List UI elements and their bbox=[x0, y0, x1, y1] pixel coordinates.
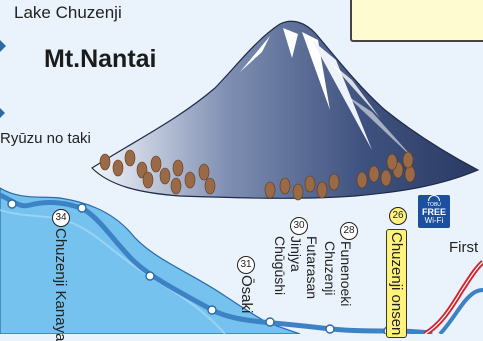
snow-streak bbox=[283, 28, 298, 58]
left-edge-shape bbox=[0, 108, 5, 118]
mt-nantai-label: Mt.Nantai bbox=[44, 45, 157, 73]
free-wifi-badge: TOBU FREE Wi-Fi bbox=[418, 195, 450, 228]
stop-number-31: 31 bbox=[237, 256, 255, 274]
route-branch-line bbox=[438, 288, 483, 334]
wifi-badge-brand: TOBU bbox=[427, 202, 441, 208]
route-dot bbox=[265, 317, 275, 327]
lake-inner-shore bbox=[0, 209, 226, 334]
wifi-badge-free: FREE bbox=[421, 207, 446, 217]
ryuzu-no-taki-label: Ryūzu no taki bbox=[0, 130, 91, 147]
route-dot bbox=[325, 324, 335, 334]
snow-streak bbox=[346, 95, 415, 160]
snow-streak bbox=[312, 40, 372, 150]
stop-name-futarasan-jinjya-chugushi[interactable]: Futarasan Jinjya Chūgūshi bbox=[272, 236, 320, 300]
rail-line-red-edge bbox=[424, 261, 483, 334]
info-box bbox=[350, 0, 483, 42]
mt-nantai bbox=[91, 20, 480, 199]
stop-number-34: 34 bbox=[52, 209, 70, 227]
stop-name-chuzenji-onsen[interactable]: Chuzenji onsen bbox=[386, 229, 407, 339]
stop-name-funenoeki-chuzenji[interactable]: Funenoeki Chuzenji bbox=[322, 241, 354, 307]
left-edge-shape bbox=[0, 40, 6, 52]
route-dot bbox=[77, 203, 87, 213]
wifi-badge-text: Wi-Fi bbox=[424, 216, 444, 225]
route-dot bbox=[145, 271, 155, 281]
route-dot bbox=[207, 305, 217, 315]
snow-streak bbox=[240, 36, 270, 72]
stop-name-chuzenji-kanaya[interactable]: Chuzenji Kanaya bbox=[52, 228, 69, 341]
forest-trees bbox=[99, 149, 416, 201]
wifi-icon bbox=[428, 195, 440, 201]
lake-chuzenji bbox=[0, 187, 301, 334]
first-inn-label: First In bbox=[449, 239, 483, 256]
stop-number-30: 30 bbox=[290, 217, 308, 235]
stop-number-28: 28 bbox=[340, 222, 358, 240]
stop-number-26: 26 bbox=[389, 207, 407, 225]
lake-chuzenji-label: Lake Chuzenji bbox=[14, 3, 122, 22]
snow-streak bbox=[330, 62, 380, 118]
snow-streak bbox=[302, 32, 330, 110]
route-dot bbox=[7, 199, 17, 209]
stop-name-osaki[interactable]: Ōsaki bbox=[238, 275, 255, 314]
